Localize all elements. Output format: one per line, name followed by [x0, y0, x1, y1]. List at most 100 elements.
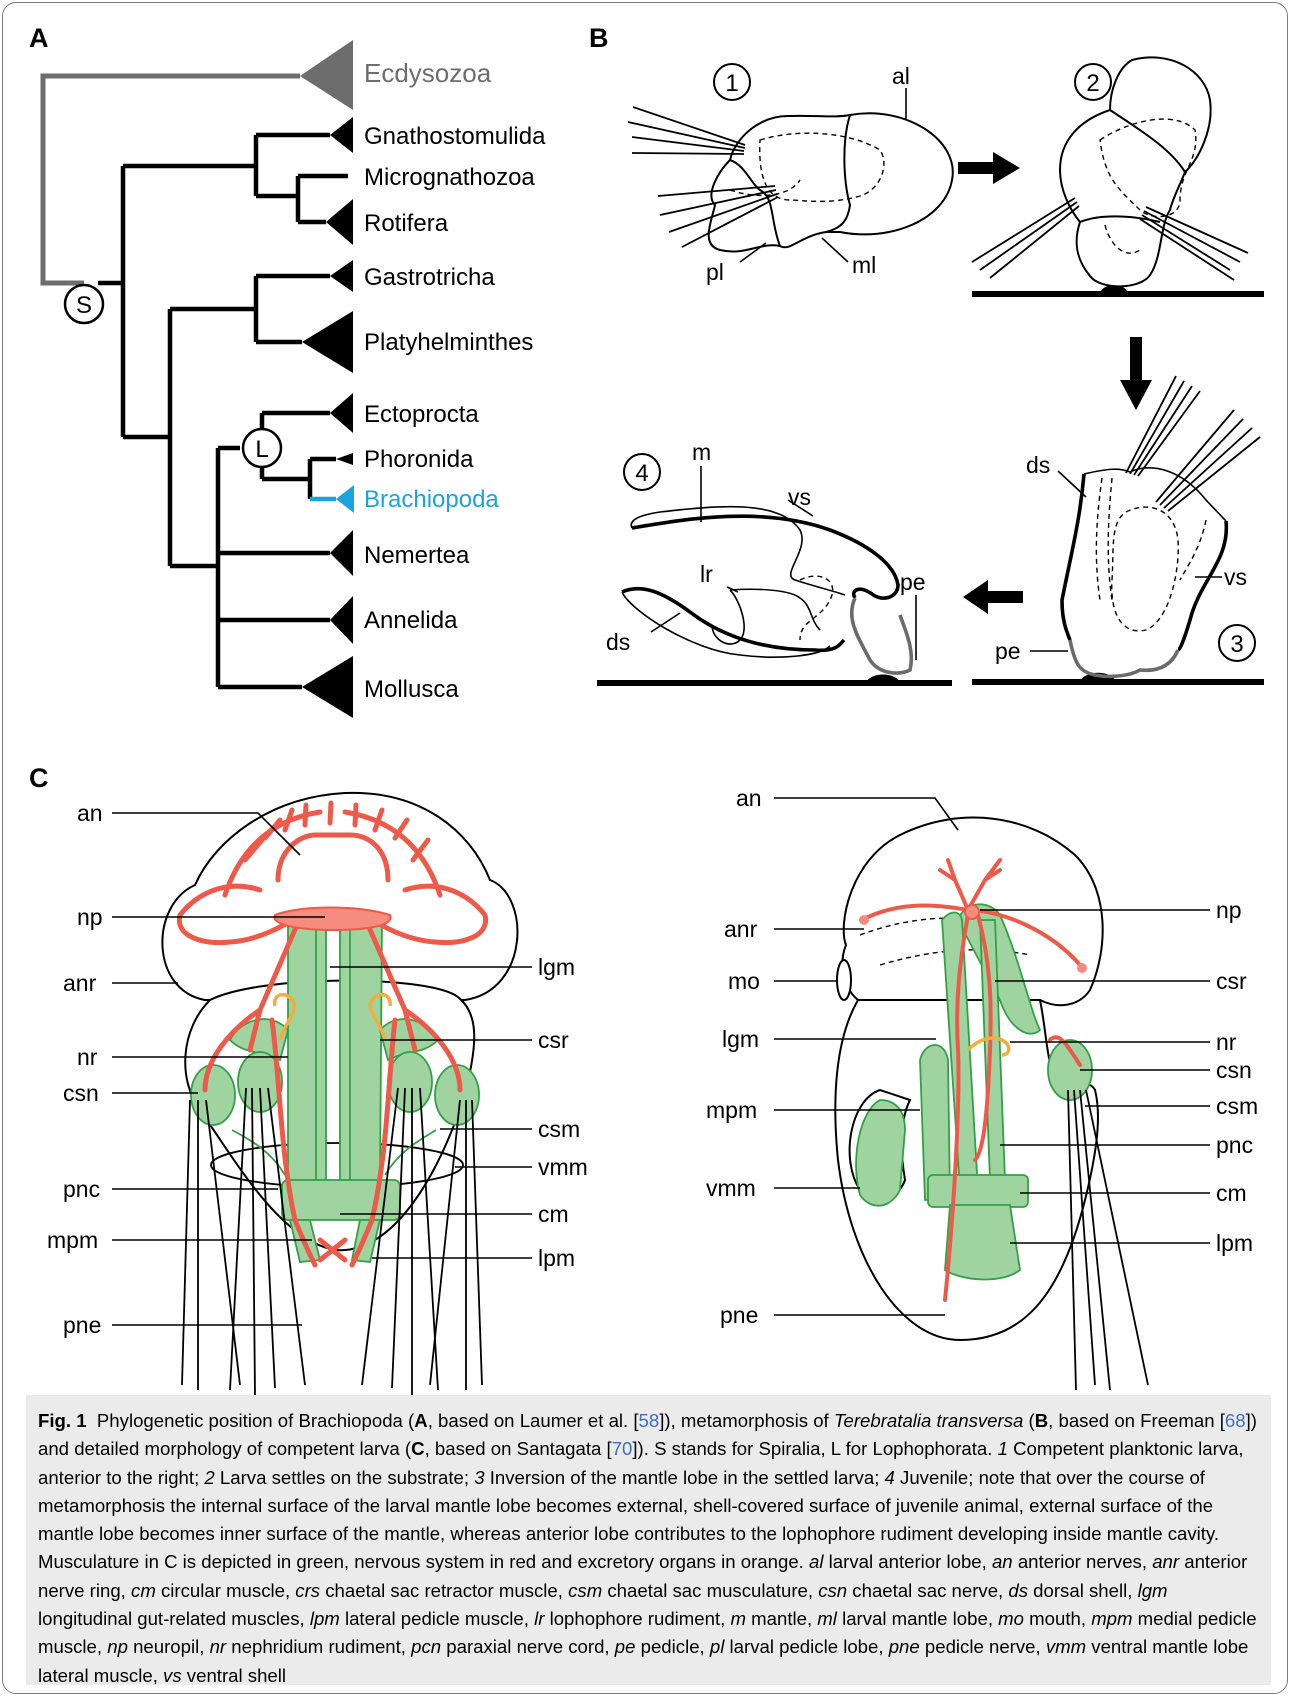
node-l-label: L [255, 436, 268, 463]
larva-left: an np anr nr csn pnc mpm pne lgm csr csm… [47, 793, 588, 1395]
caption-stage-number: 2 [204, 1467, 214, 1488]
caption-panel-ref: C [411, 1438, 424, 1459]
caption-abbrev: lpm [310, 1608, 340, 1629]
caption-citation-link[interactable]: 68 [1225, 1410, 1246, 1431]
rr-pnc: pnc [1216, 1132, 1253, 1158]
caption-abbrev: nr [210, 1636, 227, 1657]
ll-pnc: pnc [63, 1176, 100, 1202]
stage-3-larva [1062, 468, 1226, 676]
arrow-2-to-3 [1120, 337, 1152, 410]
ecdysozoa-clade-triangle [300, 40, 353, 110]
label-pe-3: pe [995, 638, 1021, 664]
arrow-3-to-4 [963, 580, 1023, 614]
ll-anr: anr [63, 970, 97, 996]
caption-abbrev-def: chaetal sac retractor muscle, [320, 1580, 568, 1601]
rl-mo: mo [728, 968, 760, 994]
arrow-1-to-2 [958, 152, 1020, 184]
caption-citation-link[interactable]: 58 [639, 1410, 660, 1431]
caption-abbrev: csn [818, 1580, 847, 1601]
stage-1-number: 1 [725, 70, 738, 97]
taxon-ecdysozoa: Ecdysozoa [364, 58, 492, 88]
node-s-label: S [76, 292, 92, 319]
label-al: al [892, 63, 910, 89]
taxon-ectoprocta: Ectoprocta [364, 401, 479, 428]
caption-text: , based on Freeman [ [1048, 1410, 1225, 1431]
taxon-mollusca: Mollusca [364, 676, 459, 703]
ll-an: an [77, 800, 103, 826]
caption-abbrev: an [992, 1551, 1013, 1572]
tree-branches [98, 135, 348, 687]
caption-abbrev-def: anterior nerves, [1013, 1551, 1153, 1572]
caption-abbrev: pcn [411, 1636, 441, 1657]
rr-lpm: lpm [1216, 1230, 1253, 1256]
rr-np: np [1216, 897, 1242, 923]
stage-3-labels: ds vs pe [995, 452, 1247, 664]
stage-3-number: 3 [1230, 631, 1243, 658]
caption-abbrev-def: paraxial nerve cord, [441, 1636, 615, 1657]
rr-nr: nr [1216, 1029, 1237, 1055]
caption-text: ( [1023, 1410, 1034, 1431]
larva-right: an anr mo lgm mpm vmm pne np csr nr csn … [706, 785, 1258, 1390]
lr-cm: cm [538, 1201, 569, 1227]
caption-abbrev-def: nephridium rudiment, [226, 1636, 411, 1657]
figure-canvas: A [0, 0, 1293, 1395]
rl-anr: anr [724, 916, 758, 942]
caption-abbrev-def: mouth, [1024, 1608, 1091, 1629]
rl-mpm: mpm [706, 1097, 757, 1123]
caption-abbrev: pe [615, 1636, 636, 1657]
caption-text: Larva settles on the substrate; [215, 1467, 474, 1488]
neuropil-right [965, 905, 979, 919]
caption-abbrev-def: mantle, [746, 1608, 817, 1629]
stage-4-number: 4 [635, 460, 648, 487]
anr-node-2 [1077, 963, 1087, 973]
caption-abbrev: csm [568, 1580, 602, 1601]
label-vs-3: vs [1224, 564, 1247, 590]
caption-text: Phylogenetic position of Brachiopoda ( [97, 1410, 414, 1431]
label-m: m [692, 439, 711, 465]
label-ds-3: ds [1026, 452, 1050, 478]
caption-stage-number: 1 [998, 1438, 1008, 1459]
caption-citation-link[interactable]: 70 [612, 1438, 633, 1459]
caption-stage-number: 4 [885, 1467, 895, 1488]
lr-csm: csm [538, 1116, 580, 1142]
ll-mpm: mpm [47, 1227, 98, 1253]
lr-csr: csr [538, 1027, 569, 1053]
caption-abbrev: pl [710, 1636, 724, 1657]
caption-abbrev-def: lateral pedicle muscle, [340, 1608, 534, 1629]
caption-abbrev-def: chaetal sac musculature, [602, 1580, 818, 1601]
label-lr: lr [700, 561, 713, 587]
ll-pne: pne [63, 1312, 101, 1338]
caption-abbrev: mo [998, 1608, 1024, 1629]
rl-pne: pne [720, 1302, 758, 1328]
ll-csn: csn [63, 1080, 99, 1106]
caption-abbrev-def: circular muscle, [156, 1580, 295, 1601]
rl-an: an [736, 785, 762, 811]
caption-text: ]), metamorphosis of [659, 1410, 834, 1431]
caption-panel-ref: A [414, 1410, 427, 1431]
caption-abbrev: lgm [1138, 1580, 1168, 1601]
caption-abbrev-def: pedicle nerve, [920, 1636, 1046, 1657]
label-pe-4: pe [900, 569, 926, 595]
caption-text: ]). S stands for Spiralia, L for Lophoph… [632, 1438, 997, 1459]
caption-abbrev: np [107, 1636, 128, 1657]
panel-b-label: B [589, 23, 609, 53]
taxon-phoronida: Phoronida [364, 446, 474, 473]
stage-4-juvenile [622, 507, 911, 673]
panel-c-label: C [29, 763, 49, 793]
stage-3-chaetae [1126, 376, 1260, 511]
caption-text: , based on Santagata [ [425, 1438, 612, 1459]
panel-a: A [29, 23, 546, 718]
rr-cm: cm [1216, 1180, 1247, 1206]
lr-lgm: lgm [538, 954, 575, 980]
ll-np: np [77, 904, 103, 930]
taxon-micrognathozoa: Micrognathozoa [364, 164, 535, 191]
caption-species: Terebratalia transversa [834, 1410, 1023, 1431]
caption-abbrev: cm [131, 1580, 156, 1601]
lr-lpm: lpm [538, 1245, 575, 1271]
caption-fig-label: Fig. 1 [38, 1410, 87, 1431]
caption-abbrev-def: pedicle, [635, 1636, 709, 1657]
caption-abbrev: ds [1008, 1580, 1028, 1601]
taxon-platyhelminthes: Platyhelminthes [364, 329, 533, 356]
anr-node-1 [859, 915, 869, 925]
rl-vmm: vmm [706, 1175, 756, 1201]
